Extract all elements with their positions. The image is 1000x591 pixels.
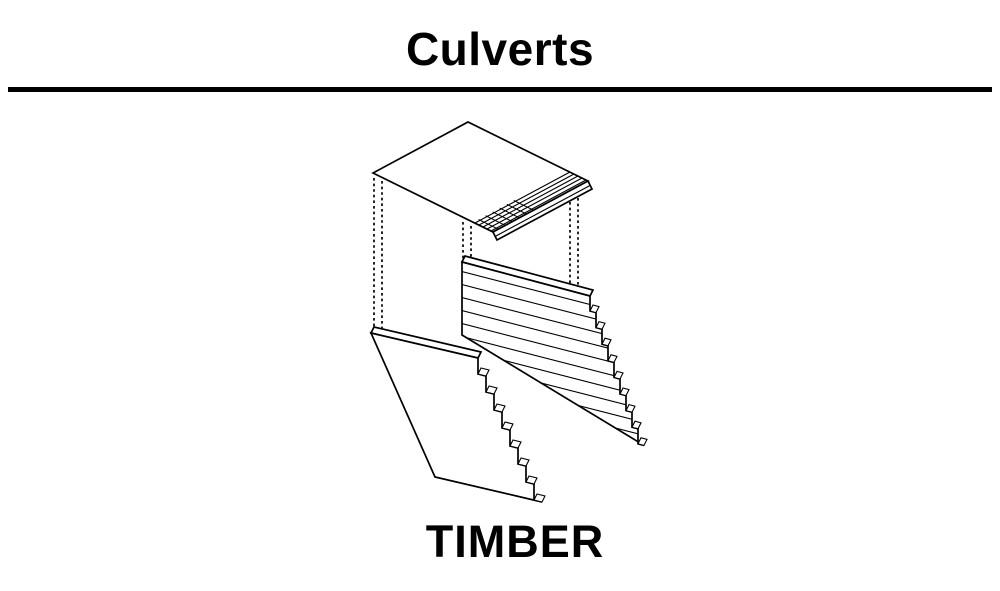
step-cube — [517, 457, 530, 467]
step-cube — [525, 475, 538, 485]
plank-band-grain-lines — [474, 171, 587, 232]
step-cube — [509, 439, 522, 449]
top-slab-edge-line — [494, 185, 591, 237]
figure-caption: TIMBER — [425, 516, 605, 567]
step-cube — [477, 367, 490, 377]
plank-joint-ticks — [478, 200, 534, 230]
timber-wing-wall — [369, 326, 546, 503]
step-cube — [637, 437, 648, 447]
step-cube — [485, 385, 498, 395]
step-cube — [501, 421, 514, 431]
top-slab-face — [371, 121, 590, 233]
top-slab — [371, 121, 594, 242]
step-cube — [607, 354, 618, 364]
step-cube — [493, 403, 506, 413]
wing-wall-face — [369, 331, 543, 503]
step-cube — [613, 370, 624, 380]
timber-plank-headwall — [460, 255, 648, 447]
title-divider — [8, 87, 992, 92]
step-cube — [625, 403, 636, 413]
page-title: Culverts — [405, 23, 595, 75]
step-cube — [595, 320, 606, 330]
step-cube — [589, 304, 600, 314]
step-cube — [631, 420, 642, 430]
step-cube — [533, 493, 546, 503]
headwall-step-cubes — [589, 304, 648, 447]
wing-wall-step-cubes — [477, 367, 546, 503]
step-cube — [619, 387, 630, 397]
step-cube — [601, 337, 612, 347]
